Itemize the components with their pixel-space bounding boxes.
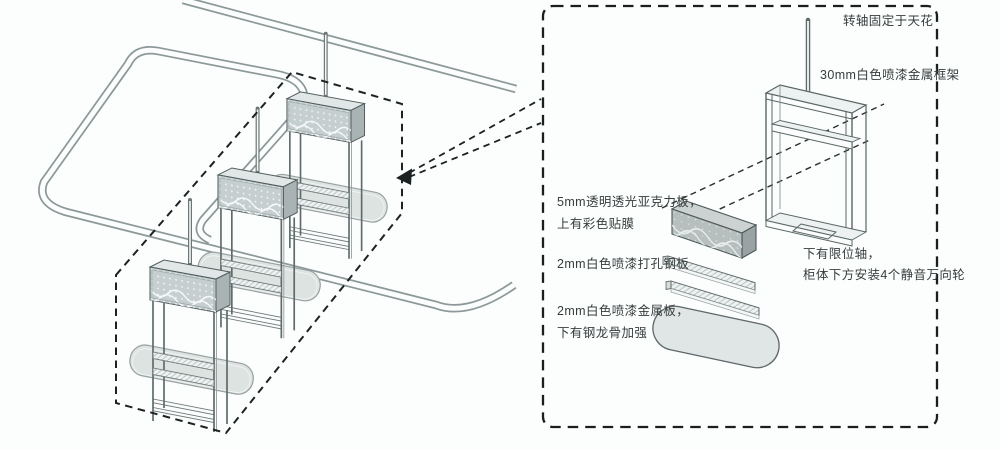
label-acrylic-line2: 上有彩色贴膜	[557, 217, 635, 231]
dashed-selection-box	[115, 70, 403, 435]
limit-axle-plate	[791, 223, 838, 240]
label-metal-plate-line1: 2mm白色喷漆金属板，	[557, 304, 690, 318]
arrowhead	[396, 168, 412, 185]
label-axle-line1: 下有限位轴，	[803, 247, 881, 261]
label-frame: 30mm白色喷漆金属框架	[820, 68, 960, 82]
label-axle-line2: 柜体下方安装4个静音万向轮	[803, 268, 966, 282]
perforated-steel-strips	[662, 255, 760, 320]
dashed-leader-arrow	[396, 98, 542, 185]
scene-isometric-overview	[38, 0, 542, 435]
straight-ceiling-rail	[181, 0, 518, 94]
label-acrylic-line1: 5mm透明透光亚克力板，	[557, 195, 703, 209]
label-pivot: 转轴固定于天花	[843, 14, 934, 28]
metal-frame	[764, 84, 868, 247]
bottom-metal-plate	[652, 305, 780, 369]
label-metal-plate-line2: 下有钢龙骨加强	[557, 326, 648, 340]
label-perforated-steel: 2mm白色喷漆打孔钢板	[557, 257, 690, 271]
acrylic-panel	[670, 200, 758, 259]
detail-panel	[541, 4, 939, 429]
